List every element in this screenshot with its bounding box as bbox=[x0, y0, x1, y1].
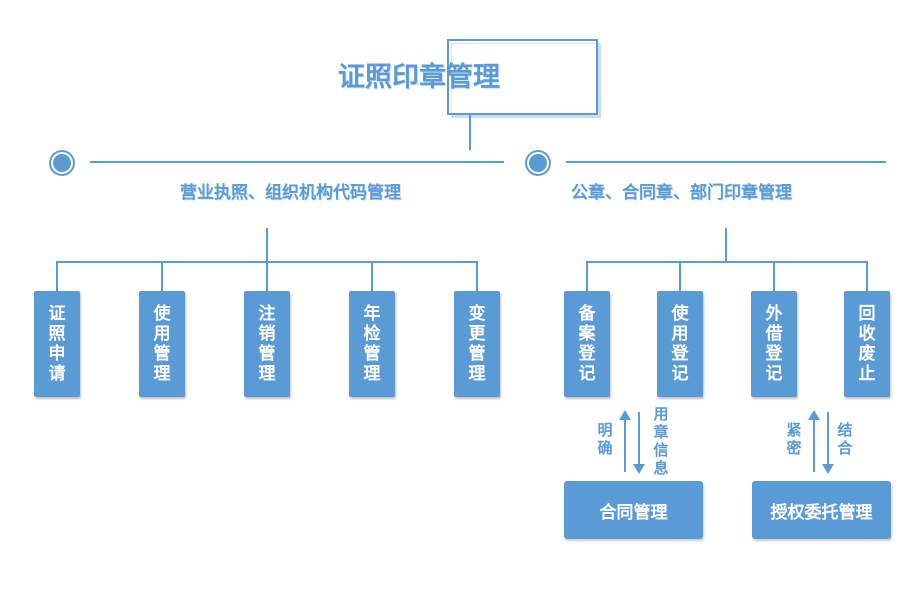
section-1-branch bbox=[56, 261, 58, 291]
section-2-bullet-icon bbox=[527, 152, 549, 174]
section-1-rule bbox=[90, 161, 504, 163]
section-2-rule bbox=[566, 161, 886, 163]
node-label-char: 注 bbox=[258, 304, 276, 324]
title-frame bbox=[447, 39, 598, 115]
node-label-char: 更 bbox=[468, 324, 486, 344]
node-recall-abolish[interactable]: 回收废止 bbox=[844, 291, 890, 397]
node-label-char: 照 bbox=[48, 324, 66, 344]
link-1-up-label: 明确 bbox=[597, 421, 613, 457]
node-usage-registration[interactable]: 使用登记 bbox=[657, 291, 703, 397]
node-label-char: 申 bbox=[48, 344, 66, 364]
section-2-branch bbox=[679, 261, 681, 291]
node-label-char: 销 bbox=[258, 324, 276, 344]
node-label-char: 管 bbox=[468, 344, 486, 364]
section-2-trunk bbox=[725, 228, 727, 262]
section-1-branch bbox=[476, 261, 478, 291]
arrow-up-icon bbox=[619, 410, 631, 472]
node-label-char: 止 bbox=[858, 364, 876, 384]
node-label-char: 登 bbox=[578, 344, 596, 364]
node-filing-registration[interactable]: 备案登记 bbox=[564, 291, 610, 397]
node-label-char: 登 bbox=[765, 344, 783, 364]
link-2-down-label: 结合 bbox=[837, 421, 853, 457]
section-2-branch bbox=[586, 261, 588, 291]
title-connector bbox=[469, 115, 471, 150]
node-label-char: 请 bbox=[48, 364, 66, 384]
node-label-char: 登 bbox=[671, 344, 689, 364]
node-label-char: 记 bbox=[765, 364, 783, 384]
node-label-char: 证 bbox=[48, 304, 66, 324]
node-label-char: 外 bbox=[765, 304, 783, 324]
section-1-branch bbox=[161, 261, 163, 291]
arrow-down-icon bbox=[633, 412, 645, 474]
node-label-char: 回 bbox=[858, 304, 876, 324]
node-label-char: 理 bbox=[153, 364, 171, 384]
node-annual-inspection[interactable]: 年检管理 bbox=[349, 291, 395, 397]
node-label-char: 使 bbox=[671, 304, 689, 324]
section-2-title: 公章、合同章、部门印章管理 bbox=[571, 183, 792, 203]
node-label-char: 借 bbox=[765, 324, 783, 344]
node-label-char: 案 bbox=[578, 324, 596, 344]
node-authorization-management[interactable]: 授权委托管理 bbox=[752, 481, 891, 539]
node-cancellation-management[interactable]: 注销管理 bbox=[244, 291, 290, 397]
section-2-branch-bar bbox=[586, 261, 868, 263]
node-label-char: 变 bbox=[468, 304, 486, 324]
arrow-down-icon bbox=[822, 412, 834, 474]
node-license-application[interactable]: 证照申请 bbox=[34, 291, 80, 397]
section-1-branch bbox=[371, 261, 373, 291]
node-label-char: 理 bbox=[258, 364, 276, 384]
node-contract-management[interactable]: 合同管理 bbox=[564, 481, 703, 539]
link-1-down-label: 用章信息 bbox=[653, 405, 669, 477]
node-label-char: 使 bbox=[153, 304, 171, 324]
node-label-char: 理 bbox=[363, 364, 381, 384]
section-1-trunk bbox=[266, 228, 268, 262]
node-label-char: 废 bbox=[858, 344, 876, 364]
section-2-branch bbox=[866, 261, 868, 291]
node-lending-registration[interactable]: 外借登记 bbox=[751, 291, 797, 397]
node-label-char: 理 bbox=[468, 364, 486, 384]
title-frame-shadow bbox=[451, 43, 600, 117]
node-usage-management[interactable]: 使用管理 bbox=[139, 291, 185, 397]
node-label-char: 记 bbox=[671, 364, 689, 384]
node-label-char: 记 bbox=[578, 364, 596, 384]
section-1-bullet-icon bbox=[51, 152, 73, 174]
section-1-title: 营业执照、组织机构代码管理 bbox=[180, 183, 401, 203]
node-label-char: 用 bbox=[671, 324, 689, 344]
diagram-title: 证照印章管理 bbox=[338, 62, 500, 93]
arrow-up-icon bbox=[808, 410, 820, 472]
node-label-char: 检 bbox=[363, 324, 381, 344]
node-label-char: 管 bbox=[258, 344, 276, 364]
section-2-branch bbox=[773, 261, 775, 291]
link-2-up-label: 紧密 bbox=[786, 421, 802, 457]
node-label-char: 年 bbox=[363, 304, 381, 324]
node-label-char: 用 bbox=[153, 324, 171, 344]
section-1-branch bbox=[266, 261, 268, 291]
node-label-char: 收 bbox=[858, 324, 876, 344]
node-change-management[interactable]: 变更管理 bbox=[454, 291, 500, 397]
node-label-char: 管 bbox=[153, 344, 171, 364]
node-label-char: 管 bbox=[363, 344, 381, 364]
node-label-char: 备 bbox=[578, 304, 596, 324]
